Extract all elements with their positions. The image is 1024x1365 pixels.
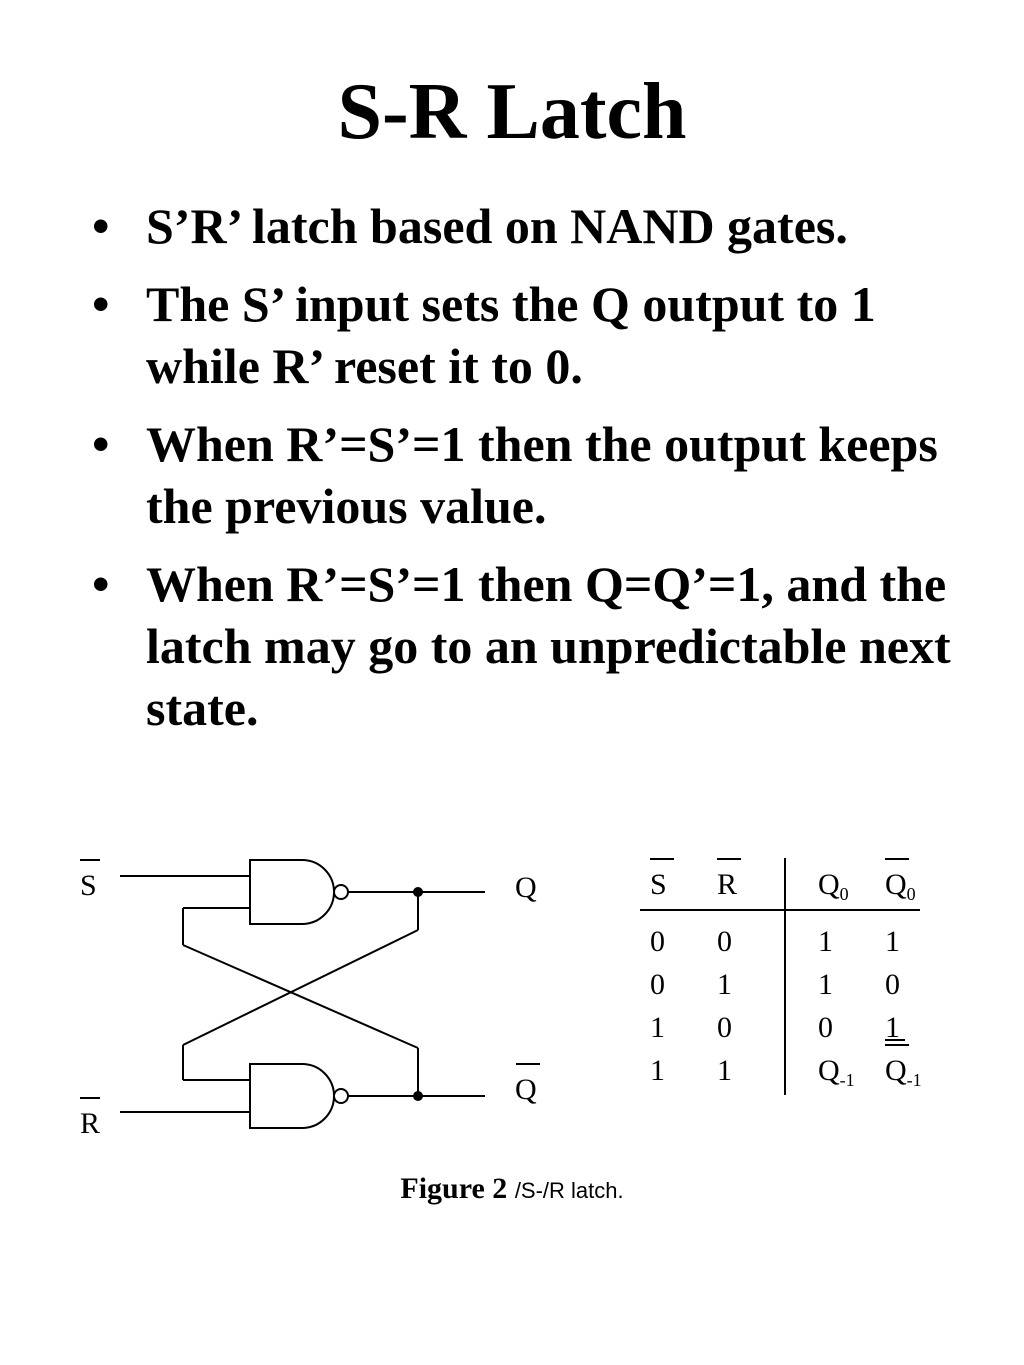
bullet-item: • S’R’ latch based on NAND gates. (88, 195, 988, 257)
latch-circuit: S R Q Q (80, 859, 540, 1140)
figure-caption: Figure 2 /S-/R latch. (0, 1172, 1024, 1206)
bullet-dot: • (92, 198, 110, 254)
caption-text: /S-/R latch. (514, 1178, 624, 1203)
table-cell: 1 (885, 925, 900, 958)
table-cell: 0 (650, 925, 665, 958)
output-q-label: Q (515, 871, 537, 904)
bullet-dot: • (92, 416, 110, 472)
caption-label: Figure 2 (400, 1172, 508, 1205)
slide-title: S-R Latch (337, 68, 687, 156)
table-header-cell-subscript: 0 (840, 884, 849, 904)
junction-dot-top (413, 887, 423, 897)
bullet-item: • When R’=S’=1 then Q=Q’=1, and the latch… (88, 553, 988, 739)
table-cell: 1 (885, 1011, 900, 1044)
wires (120, 875, 485, 1113)
bullet-text: The S’ input sets the Q output to 1 whil… (146, 276, 876, 394)
table-cell-subscript: -1 (907, 1070, 922, 1090)
input-s-label: S (80, 869, 97, 902)
table-cell: Q-1 (885, 1054, 922, 1090)
table-header-cell: Q0 (818, 868, 849, 904)
table-cell: 0 (885, 968, 900, 1001)
table-header-cell: Q0 (885, 868, 916, 904)
bullet-list: • S’R’ latch based on NAND gates. • The S’… (88, 195, 988, 755)
bullet-dot: • (92, 556, 110, 612)
bullet-text: S’R’ latch based on NAND gates. (146, 198, 848, 254)
table-cell: 1 (818, 968, 833, 1001)
bullet-item: • The S’ input sets the Q output to 1 whi… (88, 273, 988, 397)
table-cell: 1 (650, 1054, 665, 1087)
junction-dot-bottom (413, 1091, 423, 1101)
table-cell: Q-1 (818, 1054, 855, 1090)
table-cell: 1 (717, 1054, 732, 1087)
nand-gate-top (249, 859, 335, 925)
bullet-item: • When R’=S’=1 then the output keeps the … (88, 413, 988, 537)
input-r-label: R (80, 1107, 100, 1140)
bullet-dot: • (92, 276, 110, 332)
table-cell: 0 (650, 968, 665, 1001)
table-header-cell: S (650, 868, 667, 901)
table-cell: 1 (818, 925, 833, 958)
table-cell: 1 (650, 1011, 665, 1044)
nand-gate-bottom (249, 1063, 335, 1129)
bullet-text: When R’=S’=1 then Q=Q’=1, and the latch … (146, 556, 951, 736)
table-cell-subscript: -1 (840, 1070, 855, 1090)
table-header-cell-subscript: 0 (907, 884, 916, 904)
table-cell: 1 (717, 968, 732, 1001)
bullet-text: When R’=S’=1 then the output keeps the p… (146, 416, 938, 534)
output-qbar-label: Q (515, 1073, 537, 1106)
nand-bubble-top (333, 884, 349, 900)
nand-bubble-bottom (333, 1088, 349, 1104)
table-cell: 0 (717, 1011, 732, 1044)
table-cell: 0 (717, 925, 732, 958)
table-header-cell: R (717, 868, 737, 901)
table-cell: 0 (818, 1011, 833, 1044)
